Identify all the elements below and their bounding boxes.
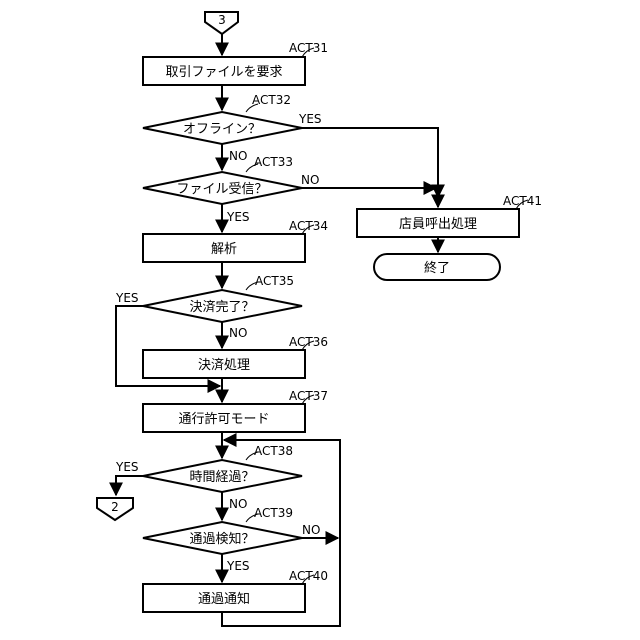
act35-label: 決済完了？ [189, 299, 254, 315]
node-act34: 解析 [143, 234, 305, 262]
connector-2-label: 2 [111, 500, 119, 514]
node-act38: 時間経過？ [143, 460, 302, 492]
end-label: 終了 [424, 260, 450, 276]
act32-label: オフライン？ [183, 122, 261, 137]
connector-3: 3 [205, 12, 238, 34]
act33-id: ACT33 [254, 155, 293, 169]
act38-id: ACT38 [254, 444, 293, 458]
act38-yes-label: YES [115, 460, 139, 474]
act39-id: ACT39 [254, 506, 293, 520]
act37-label: 通行許可モード [178, 412, 269, 427]
act35-no-label: NO [229, 326, 247, 340]
node-act33: ファイル受信？ [143, 172, 302, 204]
act41-label: 店員呼出処理 [399, 217, 477, 232]
node-act41: 店員呼出処理 [357, 209, 519, 237]
node-end: 終了 [374, 254, 500, 280]
act34-label: 解析 [211, 242, 237, 257]
act32-id: ACT32 [252, 93, 291, 107]
act31-label: 取引ファイルを要求 [165, 65, 282, 80]
act38-no-label: NO [229, 497, 247, 511]
node-act32: オフライン？ [143, 112, 302, 144]
connector-3-label: 3 [218, 13, 226, 27]
act34-id: ACT34 [289, 219, 328, 233]
act31-id: ACT31 [289, 41, 328, 55]
flow-act38-yes [116, 476, 143, 495]
node-act40: 通過通知 [143, 584, 305, 612]
act39-no-label: NO [302, 523, 320, 537]
act40-label: 通過通知 [198, 591, 250, 607]
node-act31: 取引ファイルを要求 [143, 57, 305, 85]
act36-label: 決済処理 [198, 357, 250, 373]
node-act37: 通行許可モード [143, 404, 305, 432]
act32-yes-label: YES [298, 112, 322, 126]
act36-id: ACT36 [289, 335, 328, 349]
act41-id: ACT41 [503, 194, 542, 208]
act33-no-label: NO [301, 173, 319, 187]
act33-yes-label: YES [226, 210, 250, 224]
act33-label: ファイル受信？ [176, 182, 267, 197]
act32-no-label: NO [229, 149, 247, 163]
act39-yes-label: YES [226, 559, 250, 573]
act35-id: ACT35 [255, 274, 294, 288]
node-act35: 決済完了？ [143, 290, 302, 322]
act38-label: 時間経過？ [189, 470, 254, 485]
flow-act32-yes [302, 128, 438, 197]
connector-2: 2 [97, 498, 133, 520]
act35-yes-label: YES [115, 291, 139, 305]
node-act39: 通過検知？ [143, 522, 302, 554]
act37-id: ACT37 [289, 389, 328, 403]
act39-label: 通過検知？ [189, 531, 254, 547]
node-act36: 決済処理 [143, 350, 305, 378]
act40-id: ACT40 [289, 569, 328, 583]
